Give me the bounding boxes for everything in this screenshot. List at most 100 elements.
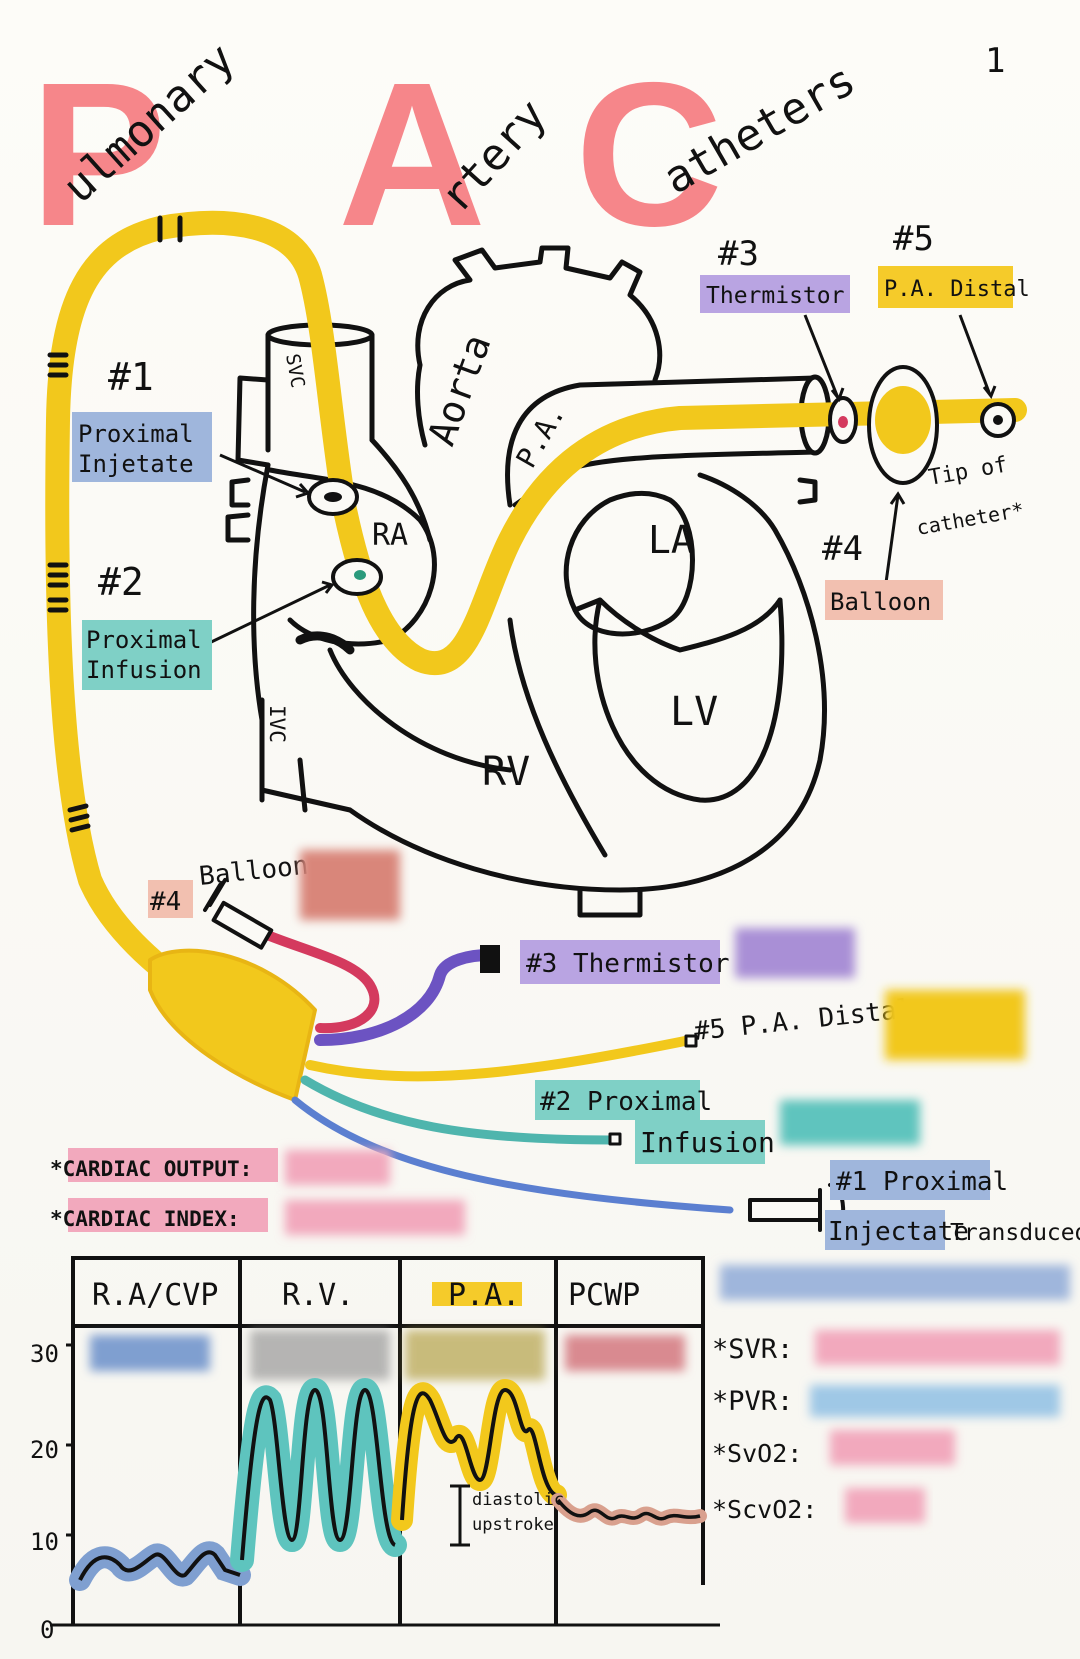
port-4-number: #4 <box>822 529 863 569</box>
port-5-label: P.A. Distal <box>884 277 1030 302</box>
title-letter-a: A <box>338 40 486 269</box>
pvr-label: *PVR: <box>712 1386 793 1417</box>
scvo2-redacted <box>845 1488 925 1523</box>
header-ra-cvp: R.A/CVP <box>92 1278 218 1313</box>
cardiac-index-redacted <box>285 1200 465 1235</box>
right-vein-stubs <box>225 477 251 543</box>
distal-redacted <box>885 990 1025 1060</box>
catheter <box>45 210 1027 1237</box>
chart-y-ticks <box>66 1343 73 1537</box>
port-5-highlight <box>878 266 1013 308</box>
svc-vessel <box>265 332 375 453</box>
svo2-label: *SvO2: <box>712 1439 802 1468</box>
infusion-connector <box>608 1132 622 1146</box>
annotation-line1: diastolic <box>472 1490 564 1510</box>
lumen-distal-label: #5 P.A. Distal <box>693 994 914 1047</box>
balloon-num-highlight <box>148 880 193 918</box>
port-4-highlight <box>825 580 943 620</box>
balloon-syringe <box>203 878 274 950</box>
header-pa: P.A. <box>448 1278 520 1313</box>
balloon-lumen <box>250 925 380 1034</box>
distal-lumen <box>305 1035 695 1082</box>
pressure-waveform-chart: 30 20 10 0 R.A/CVP R.V. P.A. PCWP diasto… <box>30 1256 720 1644</box>
thermistor-lumen <box>314 949 496 1046</box>
svr-label: *SVR: <box>712 1334 793 1365</box>
port-1-number: #1 <box>108 355 154 399</box>
port-2-number: #2 <box>98 560 144 604</box>
interventricular-septum <box>507 617 608 858</box>
label-svc: SVC <box>281 352 309 390</box>
lumen-balloon-number: #4 <box>150 887 181 917</box>
y-tick-20: 20 <box>30 1436 59 1464</box>
ra-values-redacted <box>90 1335 210 1371</box>
label-aorta: Aorta <box>419 329 499 452</box>
header-pcwp: PCWP <box>568 1278 640 1313</box>
trace-rv <box>240 1387 397 1561</box>
catheter-markings <box>47 215 183 833</box>
pvr-redacted <box>810 1385 1060 1417</box>
port-3-label: Thermistor <box>706 283 844 309</box>
lumen-infusion-line1: #2 Proximal <box>540 1087 712 1117</box>
infusion-line1-highlight <box>535 1080 700 1120</box>
tip-line1: Tip of <box>927 452 1010 490</box>
catheter-ports <box>307 365 1016 596</box>
balloon-redacted <box>300 850 400 920</box>
thermistor-connector <box>480 945 500 973</box>
annotation-line2: upstroke <box>472 1515 554 1535</box>
header-pa-highlight <box>432 1282 522 1306</box>
rv-wall <box>327 647 513 773</box>
thermistor-highlight <box>520 940 720 984</box>
mitral-valve <box>572 597 783 653</box>
trace-pa <box>400 1387 558 1521</box>
lumen-inject-line2: Injectate <box>828 1217 969 1247</box>
port-1-line1: Proximal <box>78 420 194 448</box>
port-2-line2: Infusion <box>86 656 202 684</box>
rv-values-redacted <box>250 1330 390 1380</box>
lumen-inject-line1: #1 Proximal <box>836 1167 1008 1197</box>
formulas: *CARDIAC OUTPUT: *CARDIAC INDEX: *SVR: *… <box>50 1148 1060 1524</box>
port-5-number: #5 <box>893 219 934 259</box>
y-tick-10: 10 <box>30 1528 59 1556</box>
y-tick-30: 30 <box>30 1340 59 1368</box>
page-number: 1 <box>985 41 1005 81</box>
trace-ra <box>78 1550 241 1581</box>
lumen-thermistor-label: #3 Thermistor <box>526 949 730 979</box>
injectate-lumen <box>291 1096 734 1214</box>
lumen-inject-tail: Transduced <box>950 1220 1080 1246</box>
distal-connector <box>684 1034 698 1048</box>
right-vessel-stub <box>797 477 818 505</box>
port-1-line2: Injetate <box>78 450 194 478</box>
label-ra: RA <box>372 518 408 553</box>
thermistor-redacted <box>735 928 855 978</box>
label-la: LA <box>648 518 694 562</box>
inject-line2-highlight <box>825 1210 945 1250</box>
infusion-lumen <box>300 1075 615 1145</box>
tricuspid-leaflet <box>295 631 355 655</box>
bottom-vessel <box>577 887 643 918</box>
infusion-redacted <box>780 1100 920 1145</box>
cardiac-index-highlight <box>68 1198 268 1232</box>
port-2-line1: Proximal <box>86 626 202 654</box>
port-2-highlight <box>82 620 212 690</box>
cardiac-output-label: *CARDIAC OUTPUT: <box>50 1157 252 1181</box>
label-arrows <box>204 314 997 647</box>
svo2-redacted <box>830 1430 955 1465</box>
heart-body-outline <box>251 462 827 893</box>
svr-redacted <box>815 1330 1060 1365</box>
scvo2-label: *ScvO2: <box>712 1495 817 1524</box>
lumen-balloon-label: Balloon <box>198 851 310 892</box>
inject-redacted <box>720 1265 1070 1300</box>
pa-values-redacted <box>405 1330 545 1380</box>
cardiac-output-redacted <box>285 1150 390 1185</box>
label-lv: LV <box>670 689 718 735</box>
title-letter-c: C <box>575 40 723 269</box>
diastolic-bracket <box>450 1484 470 1547</box>
port-1-highlight <box>72 412 212 482</box>
header-rv: R.V. <box>282 1278 354 1313</box>
catheter-hub <box>148 948 317 1102</box>
cardiac-output-highlight <box>68 1148 278 1182</box>
pcwp-values-redacted <box>565 1335 685 1371</box>
label-rv: RV <box>482 749 530 795</box>
label-ivc: IVC <box>265 705 289 743</box>
